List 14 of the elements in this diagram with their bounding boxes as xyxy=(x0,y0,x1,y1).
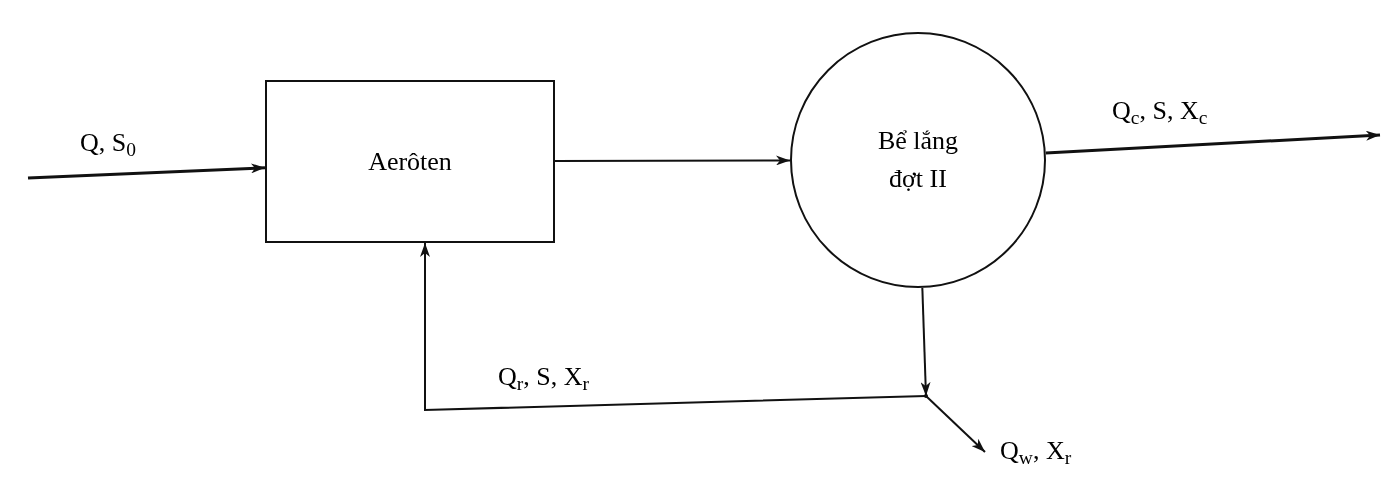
arrow xyxy=(925,395,986,453)
process-box xyxy=(265,80,555,243)
node-label: Bể lắng đợt II xyxy=(876,125,960,195)
arrow xyxy=(420,242,927,412)
arrow xyxy=(554,155,791,166)
node-label: Aerôten xyxy=(368,146,452,178)
edge-label: Q, S$_{0}$ xyxy=(80,128,136,158)
arrow xyxy=(27,163,266,180)
edge-label: Q$_{w}$, X$_{r}$ xyxy=(1000,436,1072,466)
arrow xyxy=(920,286,931,397)
edge-label: Q$_{c}$, S, X$_{c}$ xyxy=(1112,96,1208,126)
arrow xyxy=(1045,130,1381,155)
junction-point xyxy=(924,394,928,398)
edge-label: Q$_{r}$, S, X$_{r}$ xyxy=(498,362,590,392)
